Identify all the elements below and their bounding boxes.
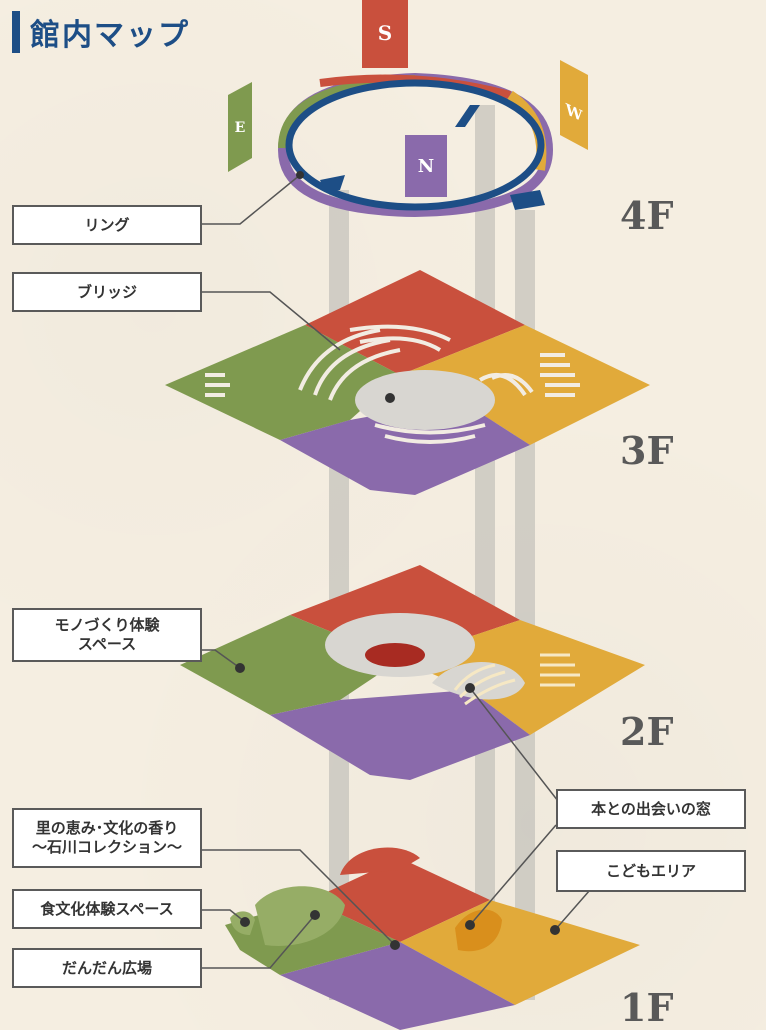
label-bridge[interactable]: ブリッジ [12, 272, 202, 312]
leader-kodomo [554, 889, 592, 931]
floor-1f-purple-zone [280, 942, 515, 1030]
floor-1f-red-bump [340, 847, 420, 875]
compass-n-label: N [418, 156, 434, 177]
compass-w-bg [560, 60, 588, 150]
label-sato-line2: ～石川コレクション～ [31, 838, 182, 856]
floor-2f-center-hole [365, 643, 425, 667]
dot-monozukuri [235, 663, 245, 673]
label-ring-text: リング [84, 215, 130, 234]
dot-bridge [385, 393, 395, 403]
label-hon-text: 本との出会いの窓 [591, 799, 711, 818]
floor-2f [180, 565, 645, 780]
leader-dandan [202, 914, 316, 969]
compass-n-flag: N [405, 135, 447, 197]
dot-dandan [310, 910, 320, 920]
floor-label-4f: 4F [620, 193, 674, 238]
floor-3f-center-atrium [355, 370, 495, 430]
floor-2f-seating [453, 653, 580, 706]
label-dandan-text: だんだん広場 [61, 958, 152, 977]
compass-e-flag: E [228, 82, 252, 172]
label-monozukuri[interactable]: モノづくり体験 スペース [12, 608, 202, 662]
label-monozukuri-line1: モノづくり体験 [54, 616, 160, 635]
leader-hon-1f [469, 824, 557, 926]
label-bridge-text: ブリッジ [76, 282, 137, 301]
compass-s-bg [362, 0, 408, 68]
floor-2f-purple-zone [270, 690, 530, 780]
dot-sato [390, 940, 400, 950]
label-hon[interactable]: 本との出会いの窓 [556, 789, 746, 829]
floor-label-1f: 1F [620, 985, 674, 1030]
label-monozukuri-line2: スペース [77, 635, 137, 653]
compass-n-bg [405, 135, 447, 197]
dot-kodomo [550, 925, 560, 935]
leader-bridge [202, 291, 341, 351]
floor-1f [225, 847, 640, 1030]
label-dandan[interactable]: だんだん広場 [12, 948, 202, 988]
label-kodomo[interactable]: こどもエリア [556, 850, 746, 892]
floor-1f-dome [455, 909, 502, 952]
floor-3f-bridge-rings [205, 324, 580, 444]
label-shokubunka-text: 食文化体験スペース [40, 899, 174, 918]
leader-dots [235, 171, 560, 950]
ring-stair-2 [320, 175, 345, 192]
label-kodomo-text: こどもエリア [605, 861, 696, 880]
compass-e-label: E [235, 120, 246, 136]
floor-4f-ring: S W E N [228, 0, 588, 218]
dot-shokubunka [240, 917, 250, 927]
ring-red-arc [319, 74, 512, 99]
label-sato[interactable]: 里の恵み･文化の香り ～石川コレクション～ [12, 808, 202, 868]
page-title-text: 館内マップ [30, 18, 190, 53]
ring-inner [285, 79, 545, 211]
dot-hon-1f [465, 920, 475, 930]
floor-label-2f: 2F [620, 709, 674, 754]
pillar-middle [475, 105, 495, 985]
floor-3f-green-zone [165, 325, 400, 440]
floor-label-3f: 3F [620, 428, 674, 473]
leader-monozukuri [202, 649, 241, 669]
leader-shokubunka [202, 909, 246, 923]
compass-s-label: S [378, 21, 392, 45]
compass-w-label: W [565, 99, 583, 125]
dot-hon-2f [465, 683, 475, 693]
title-accent-bar [12, 11, 20, 53]
floor-1f-shokubunka-room [255, 886, 345, 946]
ring-stair-3 [510, 190, 545, 210]
leader-sato [202, 849, 396, 946]
page-title: 館内マップ [12, 10, 190, 54]
label-shokubunka[interactable]: 食文化体験スペース [12, 889, 202, 929]
ring-stair-1 [455, 105, 480, 127]
leader-ring [202, 174, 301, 225]
label-ring[interactable]: リング [12, 205, 202, 245]
compass-s-flag: S [362, 0, 408, 68]
floor-3f [165, 270, 650, 495]
compass-e-bg [228, 82, 252, 172]
compass-w-flag: W [560, 60, 588, 150]
dot-ring [296, 171, 304, 179]
label-sato-line1: 里の恵み･文化の香り [35, 819, 179, 838]
